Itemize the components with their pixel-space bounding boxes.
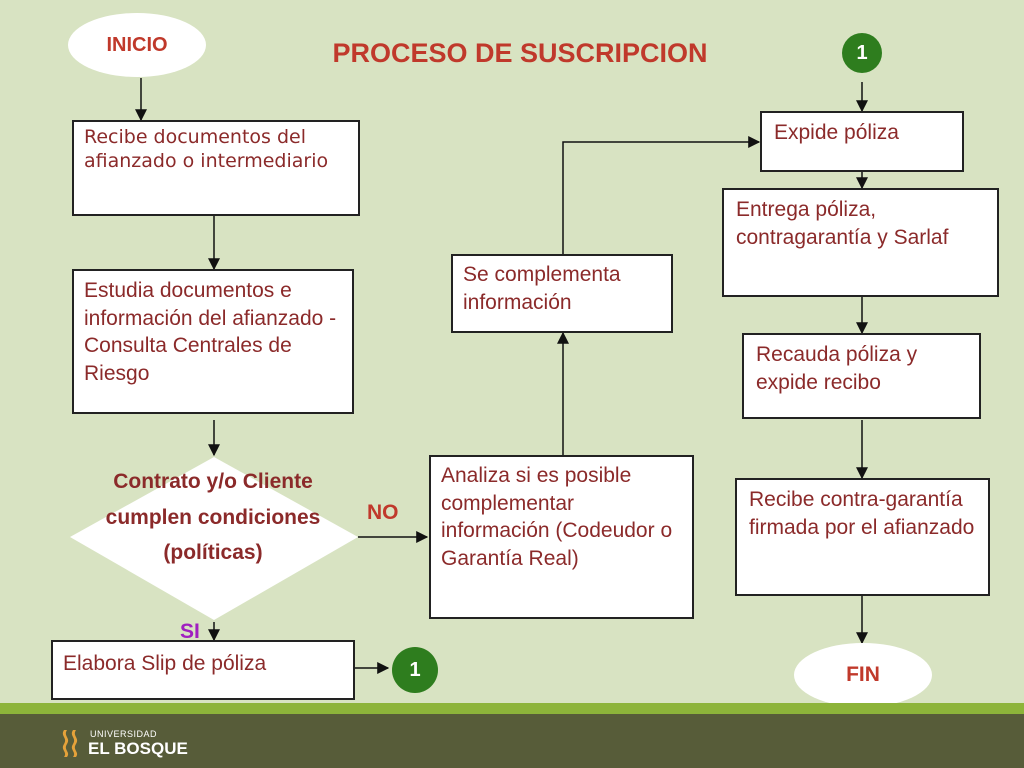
decision-diamond — [70, 457, 358, 620]
end-node: FIN — [794, 643, 932, 707]
step-recibe-contragarantia: Recibe contra-garantía firmada por el af… — [735, 478, 990, 596]
si-label: SI — [180, 620, 200, 643]
decision-label: Contrato y/o Cliente cumplen condiciones… — [105, 470, 321, 565]
footer — [0, 714, 1024, 768]
step-recibe-documentos: Recibe documentos del afianzado o interm… — [72, 120, 360, 216]
step-estudia-documentos: Estudia documentos e información del afi… — [72, 269, 354, 414]
step-expide-poliza: Expide póliza — [760, 111, 964, 172]
university-logo-icon — [62, 730, 78, 757]
arrow-complementa-expide — [562, 136, 761, 254]
step-entrega-poliza: Entrega póliza, contragarantía y Sarlaf — [722, 188, 999, 297]
step-recauda-poliza: Recauda póliza y expide recibo — [742, 333, 981, 419]
no-label: NO — [367, 501, 399, 524]
footer-university-label: UNIVERSIDAD — [90, 729, 158, 739]
step-elabora-slip: Elabora Slip de póliza — [51, 640, 355, 700]
connector-bottom: 1 — [392, 647, 438, 693]
step-analiza: Analiza si es posible complementar infor… — [429, 455, 694, 619]
step-complementa: Se complementa información — [451, 254, 673, 333]
connector-top: 1 — [842, 33, 882, 73]
footer-university-name: EL BOSQUE — [88, 739, 188, 758]
page-title: PROCESO DE SUSCRIPCION — [332, 38, 708, 68]
footer-accent-band — [0, 703, 1024, 714]
start-node: INICIO — [68, 13, 206, 77]
